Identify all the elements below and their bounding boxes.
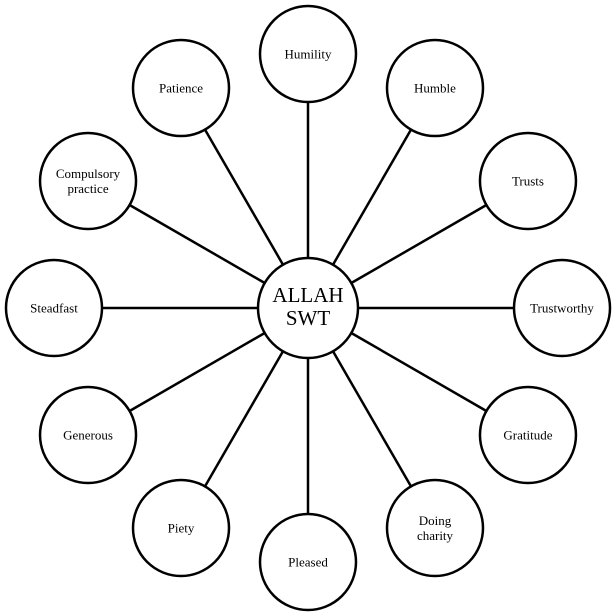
- edge: [128, 331, 266, 413]
- edge: [350, 203, 488, 285]
- node-circle: [258, 512, 358, 612]
- node-circle: [478, 385, 578, 485]
- node: Steadfast: [4, 258, 104, 358]
- node-circle: [38, 131, 138, 231]
- node-label: practice: [67, 181, 108, 196]
- node: Humility: [258, 4, 358, 104]
- node: Humble: [385, 38, 485, 138]
- node-label: Doing: [419, 513, 452, 528]
- node: Trusts: [478, 131, 578, 231]
- node-circle: [131, 478, 231, 578]
- node-label: Compulsory: [56, 166, 121, 181]
- node: Trustworthy: [512, 258, 612, 358]
- node-circle: [38, 385, 138, 485]
- edge: [350, 331, 488, 413]
- node-circle: [385, 478, 485, 578]
- center-label-line-1: ALLAH: [272, 283, 343, 307]
- node-label: Piety: [168, 520, 195, 535]
- node-circle: [4, 258, 104, 358]
- center-node: ALLAH SWT: [256, 256, 360, 360]
- node: Generous: [38, 385, 138, 485]
- node-label: Trusts: [512, 174, 544, 189]
- node-circle: [512, 258, 612, 358]
- node-label: Trustworthy: [530, 301, 594, 316]
- node-circle: [258, 4, 358, 104]
- node-label: charity: [417, 528, 454, 543]
- node-label: Steadfast: [30, 301, 78, 316]
- edge: [331, 350, 413, 488]
- node-circle: [478, 131, 578, 231]
- node-circle: [131, 38, 231, 138]
- node-label: Humility: [285, 47, 332, 62]
- node-label: Gratitude: [503, 428, 552, 443]
- node: Patience: [131, 38, 231, 138]
- edge: [203, 128, 285, 266]
- node: Pleased: [258, 512, 358, 612]
- node-circle: [385, 38, 485, 138]
- node-label: Patience: [159, 81, 203, 96]
- node-label: Generous: [63, 428, 113, 443]
- outer-nodes: HumilityHumbleTrustsTrustworthyGratitude…: [4, 4, 612, 612]
- edge: [331, 128, 413, 266]
- node-label: Humble: [414, 81, 456, 96]
- node: Piety: [131, 478, 231, 578]
- edge: [128, 203, 266, 285]
- node: Gratitude: [478, 385, 578, 485]
- edges: [102, 102, 514, 514]
- edge: [203, 350, 285, 488]
- node-label: Pleased: [288, 555, 328, 570]
- center-circle: [256, 256, 360, 360]
- center-label-line-2: SWT: [286, 306, 331, 330]
